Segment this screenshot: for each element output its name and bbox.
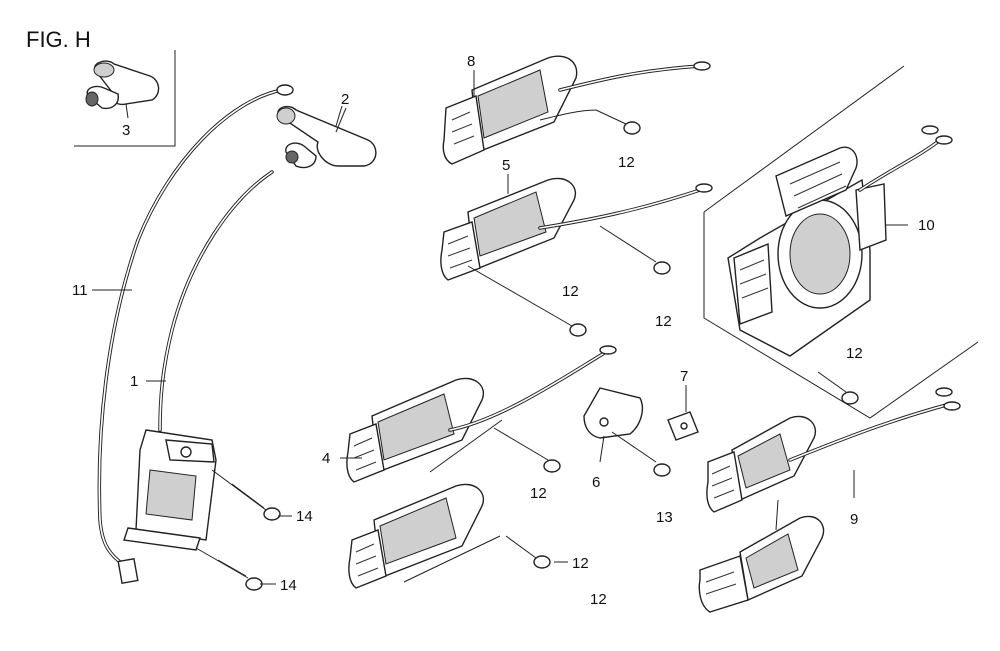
callout-12: 12 xyxy=(590,591,607,608)
callout-14: 14 xyxy=(280,577,297,594)
callout-12: 12 xyxy=(572,555,589,572)
callout-12: 12 xyxy=(530,485,547,502)
part-5-coil xyxy=(440,177,713,337)
part-10-stator-inset xyxy=(703,65,979,419)
callout-4: 4 xyxy=(322,450,330,467)
callout-10: 10 xyxy=(918,217,935,234)
part-3-plug-cap-inset xyxy=(74,50,176,147)
callout-14: 14 xyxy=(296,508,313,525)
part-7-bracket xyxy=(667,400,699,441)
part-9-coil-pair xyxy=(698,387,961,613)
part-4-coil xyxy=(346,345,617,483)
callout-11: 11 xyxy=(72,282,88,299)
callout-5: 5 xyxy=(502,157,510,174)
part-8-coil xyxy=(442,55,711,165)
callout-12: 12 xyxy=(655,313,672,330)
figure-title: FIG. H xyxy=(26,27,91,52)
callout-1: 1 xyxy=(130,373,138,390)
callout-13: 13 xyxy=(656,509,673,526)
callout-6: 6 xyxy=(592,474,600,491)
callout-9: 9 xyxy=(850,511,858,528)
leader-lines xyxy=(92,70,908,585)
callout-2: 2 xyxy=(341,91,349,108)
part-6-plate xyxy=(583,387,671,477)
part-14-bolt-lower xyxy=(195,547,263,591)
part-11-wire xyxy=(97,84,294,585)
callout-12: 12 xyxy=(562,283,579,300)
callout-7: 7 xyxy=(680,368,688,385)
callout-8: 8 xyxy=(467,53,475,70)
callout-12: 12 xyxy=(846,345,863,362)
part-4-coil-lower xyxy=(348,483,551,589)
part-14-bolt-upper xyxy=(211,469,281,521)
callout-12: 12 xyxy=(618,154,635,171)
part-1-ignition-coil xyxy=(123,170,274,551)
part-2-plug-cap xyxy=(276,105,377,169)
callout-3: 3 xyxy=(122,122,130,139)
